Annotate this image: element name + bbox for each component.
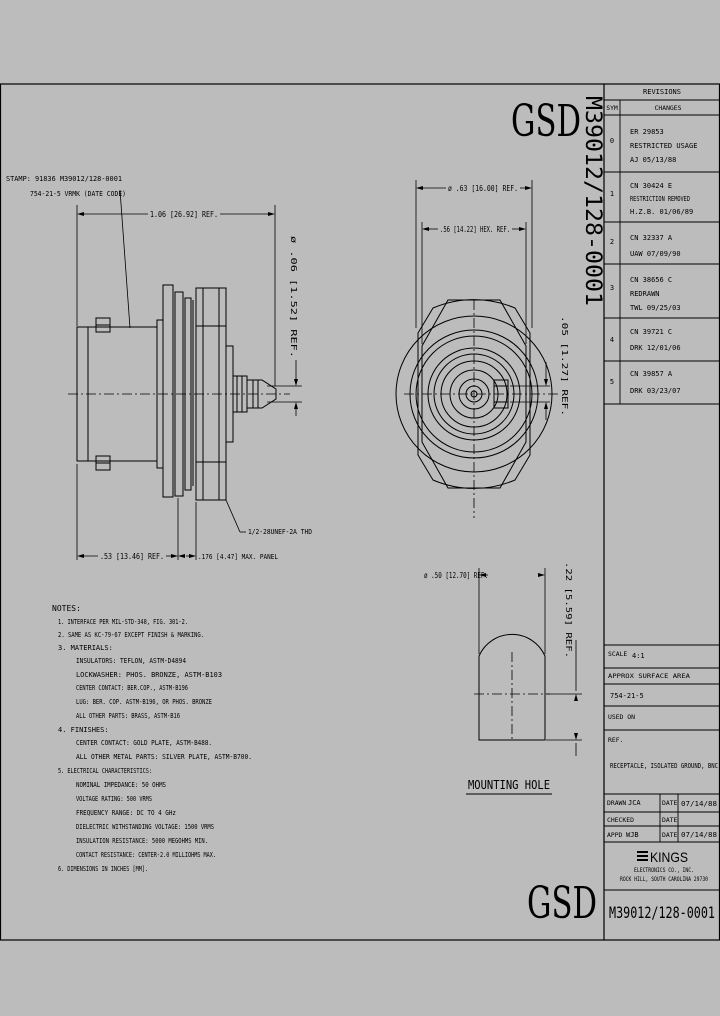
svg-text:5: 5 — [610, 378, 614, 386]
mounting-hole-label: MOUNTING HOLE — [468, 778, 550, 792]
note-line: CENTER CONTACT: GOLD PLATE, ASTM-B488. — [76, 739, 212, 747]
dim-panel: .176 [4.47] MAX. PANEL — [198, 553, 278, 561]
svg-text:UAW 07/09/90: UAW 07/09/90 — [630, 250, 681, 258]
notes-title: NOTES: — [52, 604, 81, 613]
note-line: CENTER CONTACT: BER.COP., ASTM-B196 — [76, 684, 188, 692]
note-line: NOMINAL IMPEDANCE: 50 OHMS — [76, 781, 166, 789]
svg-text:ER 29853: ER 29853 — [630, 128, 664, 136]
note-line: 3. MATERIALS: — [58, 644, 113, 652]
gsd-logo-bottom: GSD — [527, 878, 597, 929]
used-on-label: USED ON — [608, 713, 635, 721]
company-sub-1: ELECTRONICS CO., INC. — [634, 866, 694, 874]
revision-row: 2 CN 32337 A UAW 07/09/90 — [610, 234, 681, 258]
note-line: ALL OTHER METAL PARTS: SILVER PLATE, AST… — [76, 753, 252, 761]
revision-row: 3 CN 38656 C REDRAWN TWL 09/25/03 — [610, 276, 681, 312]
notes-block: NOTES: 1. INTERFACE PER MIL-STD-348, FIG… — [52, 604, 252, 873]
svg-text:RESTRICTED USAGE: RESTRICTED USAGE — [630, 142, 697, 150]
drawn-date: 07/14/88 — [681, 800, 717, 808]
svg-text:DRK 12/01/06: DRK 12/01/06 — [630, 344, 681, 352]
drawing-title: RECEPTACLE, ISOLATED GROUND, BNC — [610, 762, 718, 770]
date-label: DATE — [662, 831, 678, 839]
svg-text:CN 30424 E: CN 30424 E — [630, 182, 672, 190]
approx-surface-label: APPROX SURFACE AREA — [608, 672, 690, 680]
appd-date: 07/14/88 — [681, 831, 717, 839]
appd-label: APPD — [607, 831, 623, 839]
note-line: 2. SAME AS KC-79-67 EXCEPT FINISH & MARK… — [58, 631, 204, 639]
dim-hex: .56 [14.22] HEX. REF. — [440, 225, 510, 234]
dim-hole-diameter: ø .50 [12.70] REF. — [424, 571, 488, 580]
svg-text:CN 32337 A: CN 32337 A — [630, 234, 673, 242]
date-label: DATE — [662, 816, 678, 824]
gsd-logo-top: GSD — [511, 96, 581, 147]
part-number: M39012/128-0001 — [609, 903, 715, 922]
appd-value: WJB — [626, 831, 639, 839]
kings-logo-icon — [637, 851, 648, 861]
scale-label: SCALE — [608, 650, 627, 658]
svg-text:DRK 03/23/07: DRK 03/23/07 — [630, 387, 681, 395]
note-line: 5. ELECTRICAL CHARACTERISTICS: — [58, 767, 152, 775]
checked-label: CHECKED — [607, 816, 634, 824]
company-sub-2: ROCK HILL, SOUTH CAROLINA 29730 — [620, 875, 708, 883]
revision-row: 5 CN 39857 A DRK 03/23/07 — [610, 370, 681, 395]
svg-text:H.Z.B. 01/06/89: H.Z.B. 01/06/89 — [630, 208, 693, 216]
note-line: FREQUENCY RANGE: DC TO 4 GHz — [76, 809, 176, 817]
svg-text:CN 39857 A: CN 39857 A — [630, 370, 673, 378]
drawn-label: DRAWN — [607, 799, 626, 807]
date-label: DATE — [662, 799, 678, 807]
dim-flange-diameter: ø .63 [16.00] REF. — [448, 184, 518, 193]
revisions-title: REVISIONS — [643, 88, 681, 96]
svg-text:2: 2 — [610, 238, 614, 246]
scale-value: 4:1 — [632, 652, 645, 660]
svg-text:4: 4 — [610, 336, 614, 344]
revisions-col-changes: CHANGES — [655, 104, 682, 112]
company-name: KINGS — [650, 849, 688, 865]
dim-length: 1.06 [26.92] REF. — [150, 210, 218, 219]
drawn-value: JCA — [628, 799, 641, 807]
svg-text:0: 0 — [610, 137, 614, 145]
note-line: ALL OTHER PARTS: BRASS, ASTM-B16 — [76, 712, 180, 720]
note-line: LUG: BER. COP. ASTM-B196, OR PHOS. BRONZ… — [76, 698, 212, 706]
svg-text:CN 39721 C: CN 39721 C — [630, 328, 672, 336]
revisions-table — [604, 99, 720, 405]
note-line: 4. FINISHES: — [58, 726, 109, 734]
note-line: 1. INTERFACE PER MIL-STD-348, FIG. 301-2… — [58, 618, 188, 626]
svg-text:TWL 09/25/03: TWL 09/25/03 — [630, 304, 681, 312]
svg-text:AJ 05/13/88: AJ 05/13/88 — [630, 156, 676, 164]
revision-row: 4 CN 39721 C DRK 12/01/06 — [610, 328, 681, 352]
note-line: 6. DIMENSIONS IN INCHES [MM]. — [58, 865, 148, 873]
mounting-hole-view — [478, 633, 546, 741]
svg-text:3: 3 — [610, 284, 614, 292]
title-block — [604, 644, 720, 891]
dim-depth: .53 [13.46] REF. — [100, 552, 164, 561]
note-line: INSULATORS: TEFLON, ASTM-D4894 — [76, 657, 186, 665]
part-number-vertical: M39012/128-0001 — [580, 96, 605, 306]
note-line: INSULATION RESISTANCE: 5000 MEGOHMS MIN. — [76, 837, 208, 845]
dim-pin-diameter: ø .06 [1.52] REF. — [289, 236, 298, 358]
reference-part: 754-21-5 — [610, 692, 644, 700]
note-line: DIELECTRIC WITHSTANDING VOLTAGE: 1500 VR… — [76, 823, 214, 831]
ref-label: REF. — [608, 736, 623, 744]
svg-text:RESTRICTION REMOVED: RESTRICTION REMOVED — [630, 195, 690, 203]
stamp-line-1: STAMP: 91836 M39012/128-0001 — [6, 175, 122, 183]
dim-thread: 1/2-28UNEF-2A THD — [248, 528, 312, 536]
revision-row: 1 CN 30424 E RESTRICTION REMOVED H.Z.B. … — [610, 182, 693, 216]
svg-text:1: 1 — [610, 190, 614, 198]
stamp-line-2: 754-21-5 VRMK (DATE CODE) — [30, 190, 126, 198]
note-line: VOLTAGE RATING: 500 VRMS — [76, 795, 152, 803]
revision-row: 0 ER 29853 RESTRICTED USAGE AJ 05/13/88 — [610, 128, 698, 164]
note-line: CONTACT RESISTANCE: CENTER-2.0 MILLIOHMS… — [76, 851, 216, 859]
svg-text:REDRAWN: REDRAWN — [630, 290, 660, 298]
revisions-col-sym: SYM — [606, 104, 618, 112]
svg-text:CN 38656 C: CN 38656 C — [630, 276, 672, 284]
connector-side-view — [76, 284, 277, 501]
note-line: LOCKWASHER: PHOS. BRONZE, ASTM-B103 — [76, 671, 222, 679]
dim-side: .05 [1.27] REF. — [560, 316, 569, 416]
dim-hole-flat: .22 [5.59] REF. — [564, 562, 573, 658]
